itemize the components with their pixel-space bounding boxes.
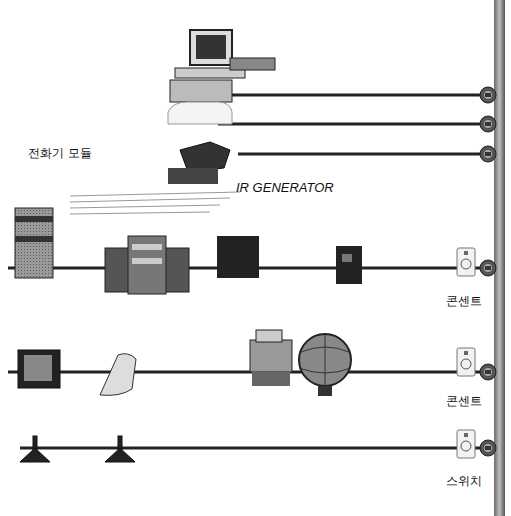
outlet-label: 콘센트 [446, 394, 482, 408]
outlet-label: 콘센트 [446, 294, 482, 308]
module-label: 전화기 모듈 [28, 146, 92, 160]
device-label: IR GENERATOR [236, 180, 334, 196]
switch-label: 스위치 [446, 474, 482, 488]
